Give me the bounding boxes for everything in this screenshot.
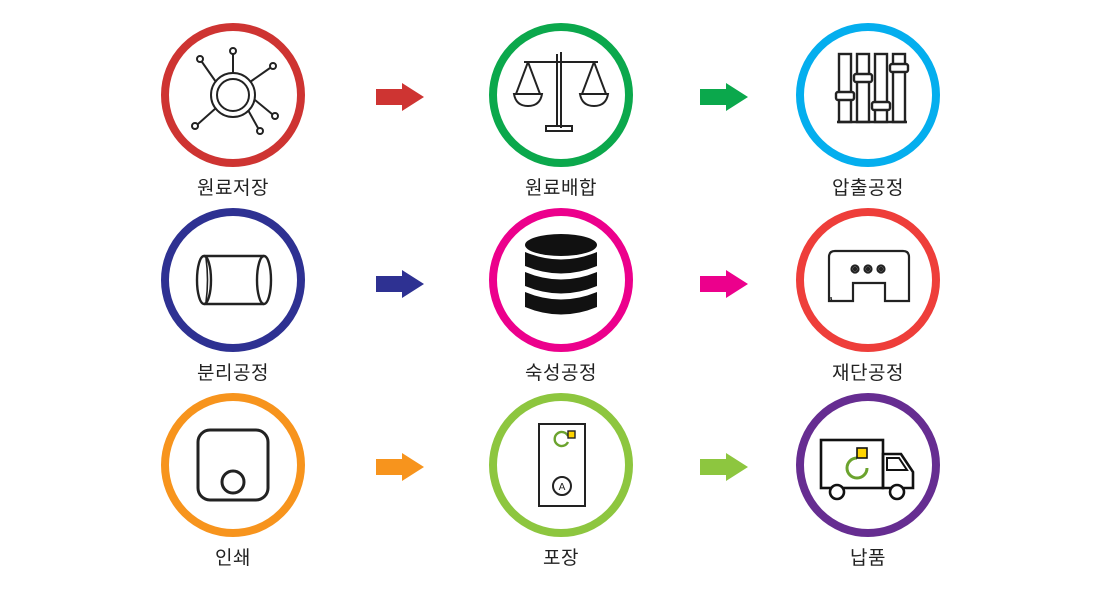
step-cutting: 재단공정 [788, 208, 948, 408]
step-label: 원료저장 [197, 177, 269, 199]
step-extrusion: 압출공정 [788, 23, 948, 223]
arrow-shape [376, 270, 424, 298]
step-label: 원료배합 [525, 177, 597, 199]
step-ring [489, 23, 633, 167]
step-ring [796, 23, 940, 167]
step-label: 재단공정 [832, 362, 904, 384]
cutting-machine-icon [827, 249, 911, 303]
step-label: 납품 [850, 547, 886, 569]
step-label: 숙성공정 [525, 362, 597, 384]
arrow-shape [376, 83, 424, 111]
step-ring [796, 393, 940, 537]
flow-arrow [376, 83, 424, 111]
step-printing: 인쇄 [153, 393, 313, 593]
step-raw-storage: 원료저장 [153, 23, 313, 223]
arrow-shape [700, 270, 748, 298]
step-packaging: A 포장 [481, 393, 641, 593]
arrow-shape [700, 83, 748, 111]
step-label: 포장 [543, 547, 579, 569]
step-label: 인쇄 [215, 547, 251, 569]
flow-arrow [700, 270, 748, 298]
flow-arrow [376, 453, 424, 481]
step-raw-mixing: 원료배합 [481, 23, 641, 223]
flow-arrow [700, 453, 748, 481]
flow-arrow [700, 83, 748, 111]
database-stack-icon [525, 234, 597, 315]
step-label: 분리공정 [197, 362, 269, 384]
step-ring [161, 23, 305, 167]
balance-scale-icon [512, 52, 610, 132]
step-ring: A [489, 393, 633, 537]
delivery-truck-icon [819, 438, 915, 501]
package-mark: A [559, 482, 566, 493]
step-label: 압출공정 [832, 177, 904, 199]
cylinder-pipe-icon [195, 254, 273, 306]
step-ring [161, 208, 305, 352]
valve-hub-icon [191, 47, 279, 135]
arrow-shape [700, 453, 748, 481]
printer-button-icon [196, 428, 270, 502]
step-delivery: 납품 [788, 393, 948, 593]
step-ring [796, 208, 940, 352]
step-aging: 숙성공정 [481, 208, 641, 408]
arrow-shape [376, 453, 424, 481]
step-ring [489, 208, 633, 352]
step-separation: 분리공정 [153, 208, 313, 408]
flow-arrow [376, 270, 424, 298]
step-ring [161, 393, 305, 537]
slider-mixer-icon [834, 52, 910, 124]
package-box-icon: A [538, 423, 586, 507]
